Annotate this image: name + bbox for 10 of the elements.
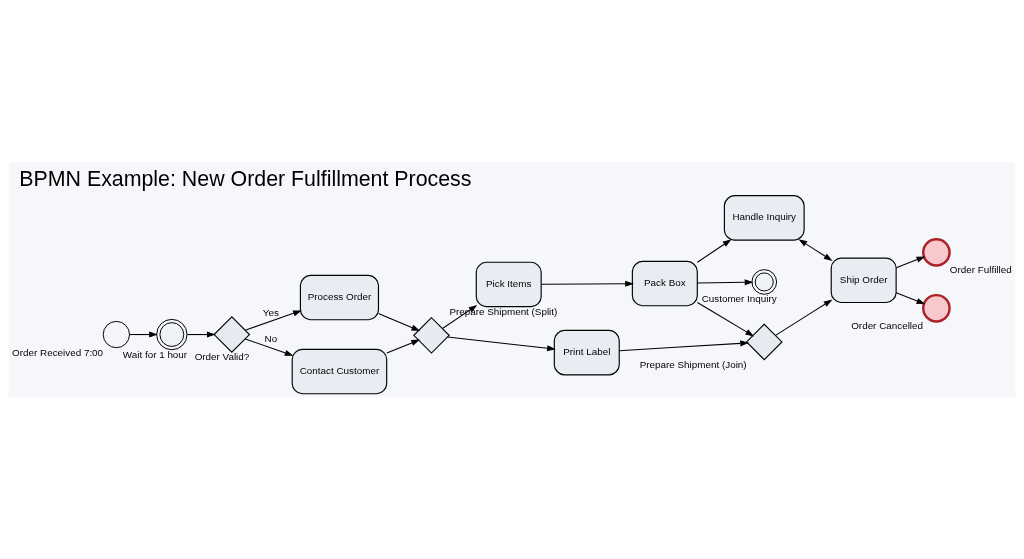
node-label: Order Fulfilled (949, 264, 1012, 276)
node-label: Order Received 7:00 (12, 346, 104, 358)
node-label: Wait for 1 hour (122, 348, 188, 360)
diagram-title: BPMN Example: New Order Fulfillment Process (19, 166, 472, 191)
node-label: Customer Inquiry (701, 293, 777, 305)
node-label: Order Valid? (194, 351, 250, 363)
node-label: Prepare Shipment (Join) (639, 358, 747, 370)
edge-label: No (264, 333, 278, 345)
edge-label: Yes (262, 307, 279, 319)
node-label: Order Cancelled (851, 320, 923, 332)
